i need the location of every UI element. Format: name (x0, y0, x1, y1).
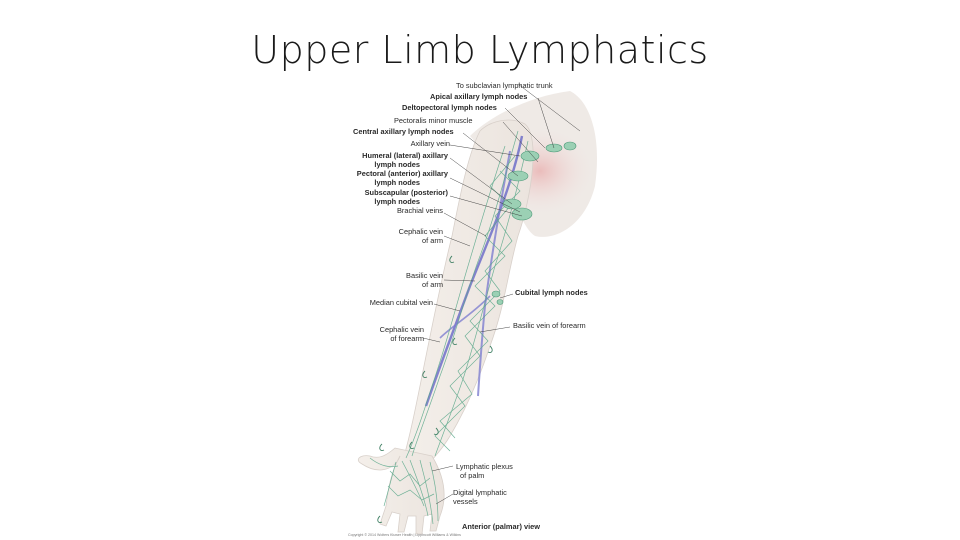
label-cephalic-vein-of-forearm-line1: Cephalic vein (379, 325, 424, 334)
label-apical-axillary-lymph-nodes: Apical axillary lymph nodes (430, 92, 528, 101)
label-median-cubital-vein: Median cubital vein (369, 298, 433, 307)
label-basilic-vein-of-arm-line2: of arm (422, 280, 443, 289)
label-subscapular-axillary-line2: lymph nodes (374, 197, 420, 206)
copyright-notice: Copyright © 2014 Wolters Kluwer Health |… (348, 533, 461, 537)
hand-outline (357, 447, 445, 535)
label-basilic-vein-of-arm-line1: Basilic vein (406, 271, 443, 280)
label-subscapular-axillary-line1: Subscapular (posterior) (364, 188, 448, 197)
vessel-ends (377, 255, 493, 523)
label-lymphatic-plexus-of-palm-line2: of palm (460, 471, 485, 480)
median-cubital-vein-line (439, 295, 491, 339)
label-cubital-lymph-nodes: Cubital lymph nodes (515, 288, 588, 297)
label-basilic-vein-of-forearm: Basilic vein of forearm (513, 321, 586, 330)
label-subclavian-lymphatic-trunk: To subclavian lymphatic trunk (456, 81, 553, 90)
label-humeral-axillary-line2: lymph nodes (374, 160, 420, 169)
arm-illustration (357, 83, 598, 535)
cephalic-vein-line (424, 135, 524, 407)
label-cephalic-vein-of-arm-line1: Cephalic vein (398, 227, 443, 236)
label-pectoral-axillary-line1: Pectoral (anterior) axillary (356, 169, 448, 178)
label-anterior-palmar-view: Anterior (palmar) view (462, 522, 541, 531)
label-brachial-veins: Brachial veins (396, 206, 443, 215)
label-humeral-axillary-line1: Humeral (lateral) axillary (362, 151, 448, 160)
axillary-lymph-node-clusters (502, 141, 577, 221)
label-axillary-vein: Axillary vein (410, 139, 450, 148)
label-pectoralis-minor-muscle: Pectoralis minor muscle (394, 116, 473, 125)
label-central-axillary-lymph-nodes: Central axillary lymph nodes (353, 127, 454, 136)
leader-lines (422, 83, 581, 505)
label-pectoral-axillary-line2: lymph nodes (374, 178, 420, 187)
slide-title: Upper Limb Lymphatics (251, 28, 709, 72)
upper-limb-lymphatics-figure: To subclavian lymphatic trunk Apical axi… (340, 76, 610, 540)
label-cephalic-vein-of-forearm-line2: of forearm (390, 334, 424, 343)
label-cephalic-vein-of-arm-line2: of arm (422, 236, 443, 245)
label-digital-lymphatic-vessels-line2: vessels (453, 497, 478, 506)
label-lymphatic-plexus-of-palm-line1: Lymphatic plexus (456, 462, 513, 471)
cubital-lymph-nodes (491, 290, 504, 305)
label-deltopectoral-lymph-nodes: Deltopectoral lymph nodes (402, 103, 497, 112)
label-digital-lymphatic-vessels-line1: Digital lymphatic (453, 488, 507, 497)
